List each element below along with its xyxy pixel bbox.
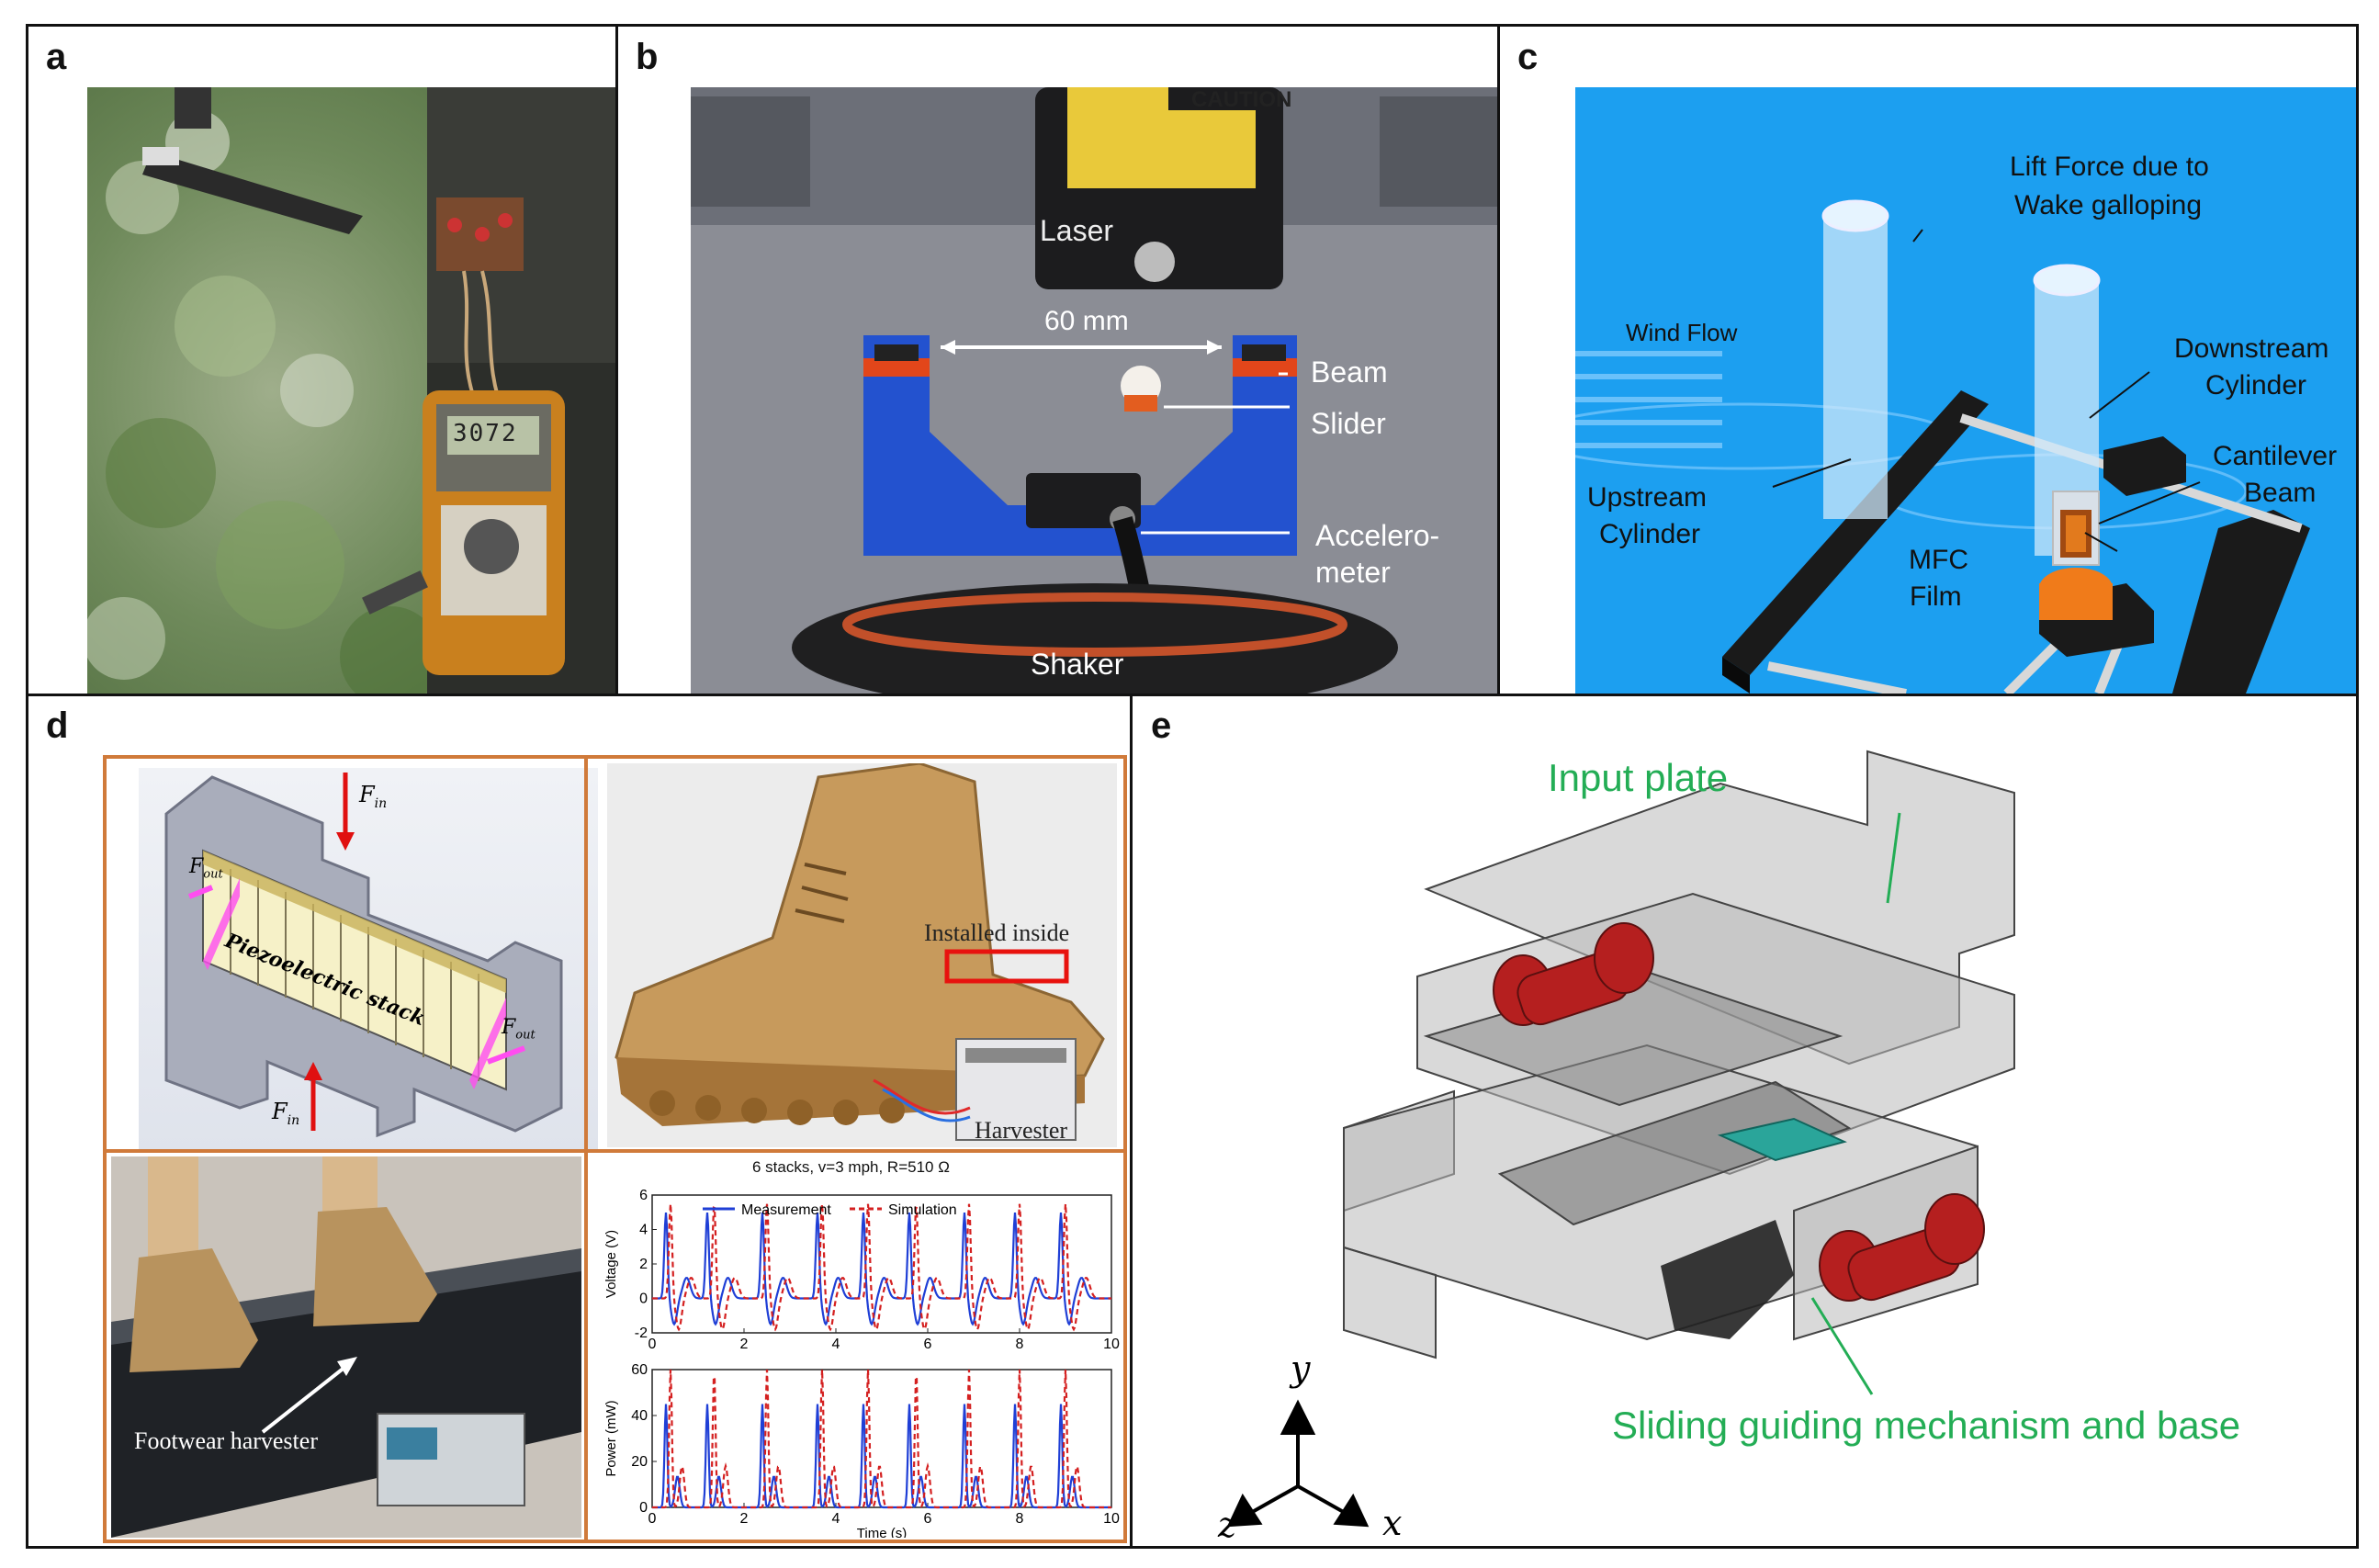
chart-title: 6 stacks, v=3 mph, R=510 Ω [752,1158,950,1176]
f-in-top-label: Fin [359,782,388,811]
y-tick-label: 20 [631,1454,648,1470]
x-tick-label: 6 [924,1511,932,1527]
mfc-label-2: Film [1910,581,1962,612]
installed-inside-label: Installed inside [924,919,1070,946]
divider-row [26,694,2359,696]
divider-ab [615,24,618,694]
input-plate-label: Input plate [1548,756,1729,799]
x-tick-label: 6 [924,1337,932,1352]
piezo-schematic: Fin Fout Fout Fin Piezoelectric stack [139,768,598,1149]
panel-label-d: d [46,705,69,746]
downstream-label-2: Cylinder [2205,370,2307,400]
f-out-right-label: Fout [502,1016,536,1043]
upstream-label-1: Upstream [1587,482,1708,513]
series-line-simulation-0 [652,1203,1111,1332]
axis-z-label: z [1218,1505,1237,1545]
x-tick-label: 10 [1103,1337,1120,1352]
y-tick-label: 0 [639,1500,648,1516]
slider-label: Slider [1311,407,1386,440]
y-tick-label: -2 [635,1325,648,1341]
meter-reading: 3072 [453,420,518,447]
footwear-harvester-label: Footwear harvester [134,1427,318,1454]
figure-frame [26,24,2359,1549]
legend-label: Simulation [888,1202,957,1218]
beam-label: Beam [1311,355,1388,389]
panel-label-c: c [1517,37,1539,77]
treadmill-photo: Footwear harvester [111,1156,581,1538]
panel-e-cad: Input plate Sliding guiding mechanism an… [1133,696,2357,1547]
panel-b-photo: CAUTION Laser 60 mm Beam Slider Accelero… [691,87,1497,694]
laser-label: Laser [1040,214,1114,247]
panel-label-b: b [636,37,659,77]
lift-force-label-2: Wake galloping [2014,190,2203,220]
accelerometer-label-2: meter [1315,556,1391,589]
caution-label: CAUTION [1191,87,1292,112]
cantilever-label-1: Cantilever [2213,441,2338,471]
plot-area-0 [651,1194,1112,1334]
y-axis-label: Voltage (V) [603,1230,619,1298]
y-tick-label: 0 [639,1292,648,1307]
f-out-left-label: Fout [189,855,223,882]
panel-a-photo: 3072 [87,87,615,694]
divider-bc [1497,24,1500,694]
shaker-label: Shaker [1031,648,1124,681]
x-tick-label: 0 [648,1337,657,1352]
harvester-label: Harvester [975,1117,1068,1144]
mfc-label-1: MFC [1909,545,1968,575]
y-tick-label: 60 [631,1362,648,1378]
cantilever-label-2: Beam [2244,478,2317,508]
y-axis-label: Power (mW) [603,1400,619,1476]
x-tick-label: 0 [648,1511,657,1527]
x-tick-label: 4 [832,1511,840,1527]
legend-label: Measurement [741,1202,831,1218]
x-tick-label: 2 [740,1337,749,1352]
f-in-bottom-label: Fin [272,1099,300,1128]
panel-c-diagram: Lift Force due to Wake galloping Wind Fl… [1575,87,2356,694]
y-tick-label: 40 [631,1408,648,1424]
divider-de [1130,694,1133,1549]
axis-y-label: y [1291,1348,1311,1389]
boot-photo: Installed inside Harvester [607,763,1117,1147]
wind-flow-label: Wind Flow [1626,319,1738,346]
x-tick-label: 4 [832,1337,840,1352]
x-tick-label: 8 [1016,1511,1024,1527]
axis-x-label: x [1382,1503,1403,1543]
series-line-measurement-0 [652,1213,1111,1326]
distance-label: 60 mm [1044,306,1129,336]
sliding-mechanism-label: Sliding guiding mechanism and base [1612,1404,2241,1447]
y-tick-label: 4 [639,1223,648,1238]
x-tick-label: 10 [1103,1511,1120,1527]
panel-label-a: a [46,37,67,77]
y-tick-label: 6 [639,1188,648,1203]
panel-label-e: e [1151,705,1172,746]
x-axis-label: Time (s) [857,1526,907,1538]
series-line-simulation-1 [652,1369,1111,1509]
y-tick-label: 2 [639,1257,648,1272]
upstream-label-2: Cylinder [1599,519,1701,549]
lift-force-label-1: Lift Force due to [2010,152,2209,182]
accelerometer-label-1: Accelero- [1315,519,1440,552]
series-line-measurement-1 [652,1404,1111,1509]
downstream-label-1: Downstream [2174,333,2329,364]
d-divider-h [107,1149,1123,1153]
x-tick-label: 8 [1016,1337,1024,1352]
x-tick-label: 2 [740,1511,749,1527]
panel-d-composite: Fin Fout Fout Fin Piezoelectric stack In… [103,755,1127,1543]
